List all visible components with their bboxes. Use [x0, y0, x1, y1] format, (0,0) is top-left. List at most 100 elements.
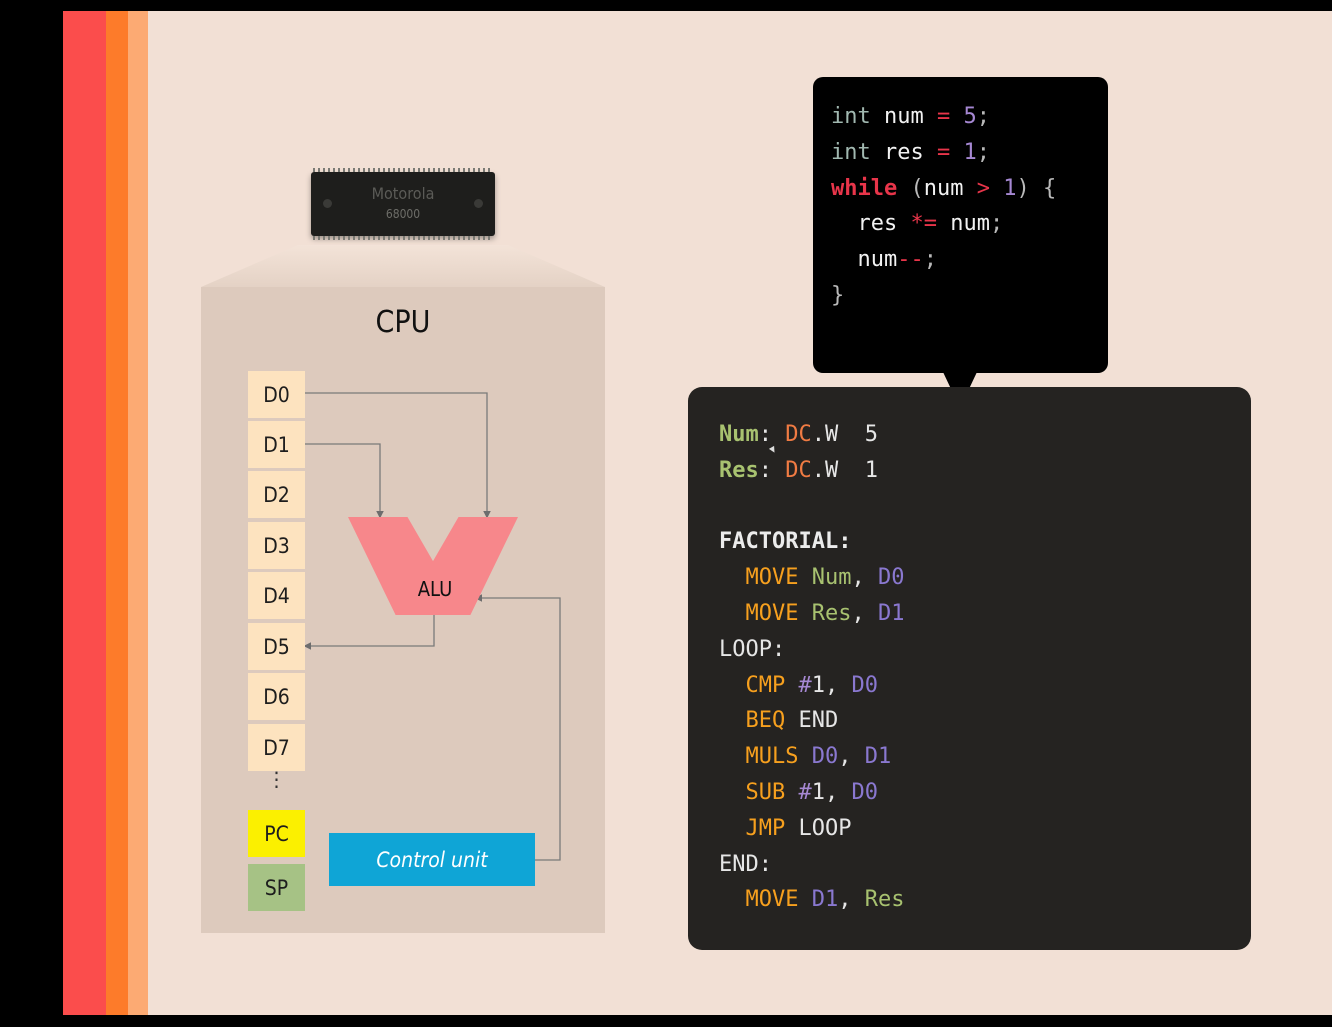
- cpu-title: CPU: [375, 305, 431, 340]
- code-token: ;: [923, 247, 937, 273]
- code-line: int res = 1;: [831, 135, 1056, 171]
- wire-d0-alu: [305, 392, 491, 519]
- code-token: num: [870, 104, 937, 129]
- code-line: num--;: [831, 242, 1056, 278]
- code-token: Res: [719, 457, 759, 483]
- code-token: =: [936, 139, 951, 165]
- cpu-block: CPU D0 D1 D2 D3 D4 D5 D6 D7 ⋮ PC SP ALU …: [201, 287, 605, 933]
- code-line: }: [831, 278, 1056, 314]
- code-token: SUB: [745, 779, 786, 805]
- datapath-wires: [303, 392, 561, 861]
- wire-control-alu: [474, 594, 561, 861]
- code-token: ) {: [1016, 175, 1057, 201]
- code-line: MULS D0, D1: [719, 739, 904, 775]
- code-line: MOVE Num, D0: [719, 560, 905, 596]
- code-token: [719, 816, 746, 841]
- code-token: --: [897, 247, 924, 273]
- code-token: num: [831, 247, 898, 273]
- wire-d1-alu: [305, 443, 384, 519]
- code-token: D1: [864, 744, 892, 770]
- code-token: [785, 673, 798, 698]
- chip-notch-icon: [474, 199, 483, 208]
- motorola-chip: Motorola 68000: [311, 168, 495, 240]
- code-token: [719, 565, 746, 590]
- code-token: res: [831, 211, 911, 237]
- code-token: *=: [910, 211, 937, 237]
- code-token: LOOP: [785, 815, 852, 841]
- code-token: ;: [976, 104, 990, 129]
- code-line: END:: [719, 847, 904, 883]
- code-token: }: [831, 282, 845, 308]
- code-token: D1: [811, 887, 839, 913]
- code-line: MOVE D1, Res: [719, 882, 905, 918]
- code-token: 1: [838, 457, 878, 483]
- code-token: [798, 887, 811, 912]
- register-d7: D7: [248, 724, 305, 771]
- code-token: num: [936, 211, 990, 237]
- code-token: #: [798, 779, 812, 805]
- code-token: [798, 744, 811, 769]
- c-code-panel: int num = 5;int res = 1;while (num > 1) …: [813, 77, 1108, 373]
- code-token: [719, 601, 746, 626]
- code-token: [719, 887, 746, 912]
- code-token: D0: [851, 779, 879, 805]
- code-token: int: [831, 139, 871, 165]
- code-token: ,: [825, 672, 852, 698]
- code-token: Num: [811, 565, 852, 591]
- cpu-top: [201, 245, 605, 287]
- code-token: 1: [811, 672, 825, 698]
- code-line: BEQ END: [719, 703, 904, 739]
- wire-alu-d5: [303, 615, 435, 650]
- code-token: END:: [719, 851, 772, 877]
- code-token: [798, 565, 811, 590]
- code-token: D0: [811, 744, 839, 770]
- code-token: .W: [811, 422, 839, 447]
- code-token: 5: [838, 422, 878, 447]
- code-token: 1: [963, 139, 977, 165]
- code-line: [719, 489, 904, 525]
- code-token: ,: [825, 779, 852, 805]
- code-token: =: [936, 104, 951, 129]
- register-d4: D4: [248, 572, 305, 619]
- control-unit: Control unit: [329, 833, 535, 886]
- code-token: while: [831, 175, 898, 201]
- code-token: END: [785, 708, 839, 734]
- code-token: MOVE: [745, 565, 799, 591]
- code-token: MULS: [745, 744, 799, 770]
- code-token: MOVE: [745, 600, 799, 626]
- code-token: LOOP:: [719, 636, 786, 662]
- code-line: FACTORIAL:: [719, 524, 904, 560]
- register-d3: D3: [248, 522, 305, 569]
- register-d0: D0: [248, 371, 305, 418]
- code-line: JMP LOOP: [719, 811, 904, 847]
- code-line: int num = 5;: [831, 99, 1056, 135]
- code-line: Num: DC.W 5: [719, 417, 904, 453]
- code-token: DC: [785, 457, 812, 483]
- register-sp: SP: [248, 864, 305, 911]
- chip-brand: Motorola: [371, 184, 435, 203]
- code-line: while (num > 1) {: [831, 171, 1056, 207]
- code-line: MOVE Res, D1: [719, 596, 905, 632]
- code-token: >: [976, 175, 990, 201]
- code-token: 5: [963, 104, 977, 129]
- code-token: D0: [851, 672, 879, 698]
- code-token: D0: [877, 565, 905, 591]
- code-token: ,: [851, 565, 878, 591]
- code-token: [950, 140, 963, 165]
- stripe-orange: [106, 11, 128, 1015]
- code-token: BEQ: [745, 708, 786, 734]
- code-token: JMP: [745, 815, 786, 841]
- code-token: 1: [811, 779, 825, 805]
- code-token: [785, 780, 798, 805]
- code-token: [719, 744, 746, 769]
- code-token: Num: [719, 422, 759, 447]
- code-token: [719, 673, 746, 698]
- register-ellipsis: ⋮: [266, 767, 287, 791]
- code-line: LOOP:: [719, 632, 904, 668]
- code-token: [798, 601, 811, 626]
- code-token: ,: [851, 600, 878, 626]
- code-token: ,: [838, 887, 865, 913]
- code-token: D1: [877, 600, 905, 626]
